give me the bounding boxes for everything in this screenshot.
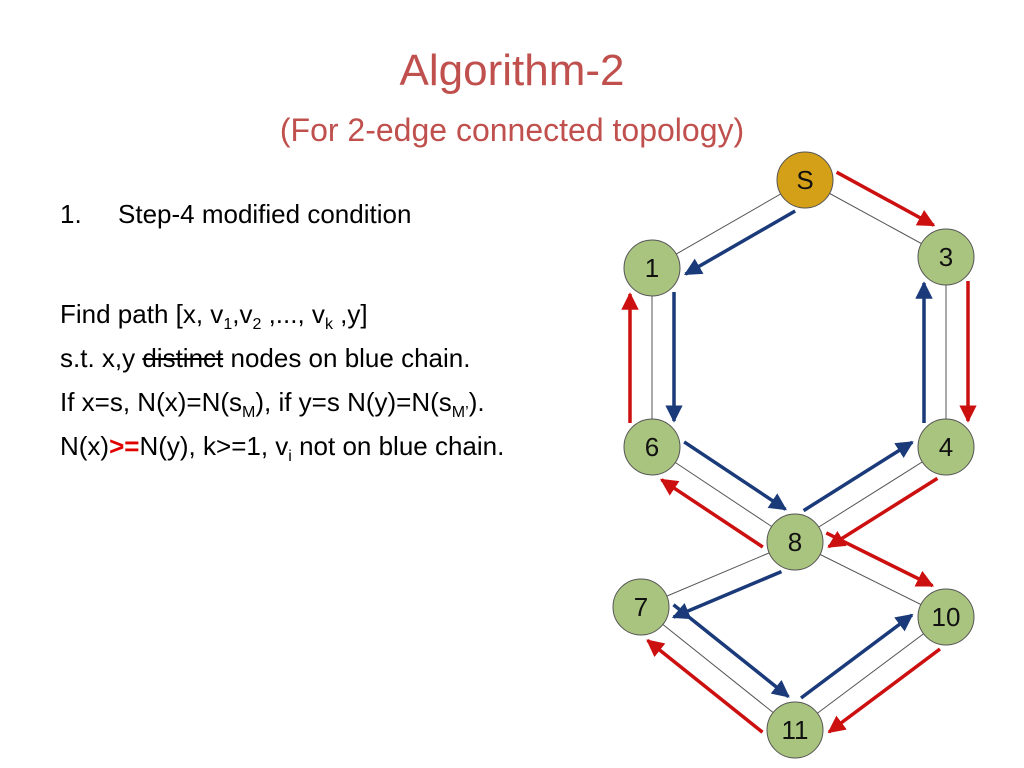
node-label: 4 [939, 432, 953, 462]
node-7: 7 [612, 578, 670, 636]
list-item-text: Step-4 modified condition [118, 199, 412, 229]
n-condition-line: N(x)>=N(y), k>=1, vi not on blue chain. [60, 431, 505, 465]
edge-4-8 [794, 446, 947, 543]
blue-arrow-11-10 [799, 613, 914, 700]
slide-title: Algorithm-2 [399, 46, 625, 95]
node-label: 8 [788, 527, 802, 557]
such-that-line: s.t. x,y distinct nodes on blue chain. [60, 343, 471, 373]
node-circle [623, 418, 681, 476]
node-circle [917, 418, 975, 476]
highlight-operator: >= [109, 431, 140, 461]
edge-S-1 [651, 179, 806, 269]
node-circle [612, 578, 670, 636]
node-circle [766, 701, 824, 759]
node-4: 4 [917, 418, 975, 476]
condition-block: Find path [x, v1,v2 ,..., vk ,y] s.t. x,… [60, 292, 504, 468]
red-arrow-4-8 [827, 476, 939, 549]
slide-subtitle: (For 2-edge connected topology) [279, 112, 745, 148]
find-path-line: Find path [x, v1,v2 ,..., vk ,y] [60, 299, 368, 333]
node-10: 10 [917, 588, 975, 646]
node-label: 6 [645, 432, 659, 462]
red-arrow-8-10 [825, 531, 935, 588]
node-3: 3 [917, 228, 975, 286]
node-6: 6 [623, 418, 681, 476]
edge-6-8 [651, 446, 796, 543]
node-11: 11 [766, 701, 824, 759]
list-item: 1. Step-4 modified condition [60, 192, 411, 236]
edge-10-11 [794, 616, 947, 731]
node-label: 3 [939, 242, 953, 272]
node-circle [623, 239, 681, 297]
node-label: 10 [932, 602, 961, 632]
node-circle [917, 228, 975, 286]
node-1: 1 [623, 239, 681, 297]
red-arrow-11-7 [646, 639, 764, 734]
node-circle [917, 588, 975, 646]
node-8: 8 [766, 513, 824, 571]
node-circle [766, 513, 824, 571]
node-label: 7 [634, 592, 648, 622]
list-number: 1. [60, 199, 82, 229]
node-label: S [796, 165, 813, 195]
blue-arrow-8-7 [671, 569, 783, 620]
red-arrow-S-3 [835, 170, 936, 227]
red-arrow-8-6 [660, 478, 764, 549]
struck-word: distinct [142, 343, 224, 373]
node-label: 1 [645, 253, 659, 283]
node-label: 11 [782, 715, 809, 745]
blue-arrow-S-1 [683, 209, 797, 276]
if-line: If x=s, N(x)=N(sM), if y=s N(y)=N(sM’). [60, 387, 485, 421]
blue-arrow-6-8 [683, 440, 787, 511]
blue-arrow-8-4 [802, 440, 914, 513]
edge-7-11 [640, 606, 796, 731]
node-S: S [776, 151, 834, 209]
node-circle [776, 151, 834, 209]
blue-arrow-7-11 [672, 603, 790, 698]
red-arrow-10-11 [827, 647, 942, 734]
